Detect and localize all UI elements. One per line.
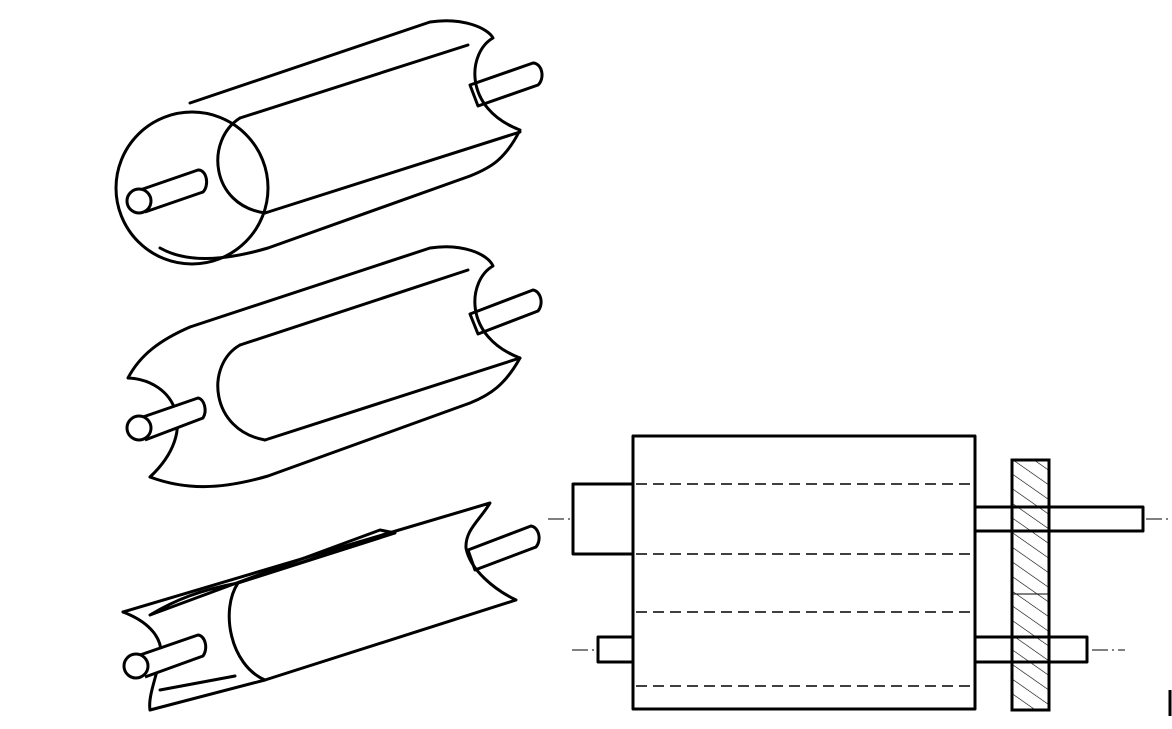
roller-cut-isometric <box>121 501 541 712</box>
shaft-left <box>139 168 209 214</box>
front-end-face <box>114 110 270 266</box>
roller-body <box>121 501 518 712</box>
roller-double-groove-isometric <box>125 245 543 489</box>
shaft-left <box>139 633 208 679</box>
groove-edge <box>216 343 267 442</box>
shaft-right <box>468 288 543 336</box>
shaft-right <box>468 61 544 108</box>
sectioned-plate <box>1010 458 1051 712</box>
left-lower-shaft <box>596 635 635 664</box>
front-end-face <box>126 325 192 479</box>
roller-assembly-front-view <box>548 434 1172 712</box>
roller-body <box>158 19 522 260</box>
groove-edge <box>216 116 267 215</box>
right-upper-shaft <box>973 505 1145 533</box>
groove-edge <box>227 581 267 682</box>
shaft-right <box>466 524 541 572</box>
roller-full-isometric <box>114 19 544 266</box>
main-body <box>631 434 977 711</box>
roller-body <box>148 245 522 489</box>
left-hub <box>571 482 635 556</box>
shaft-left <box>139 396 207 442</box>
cut-flat <box>148 528 397 617</box>
